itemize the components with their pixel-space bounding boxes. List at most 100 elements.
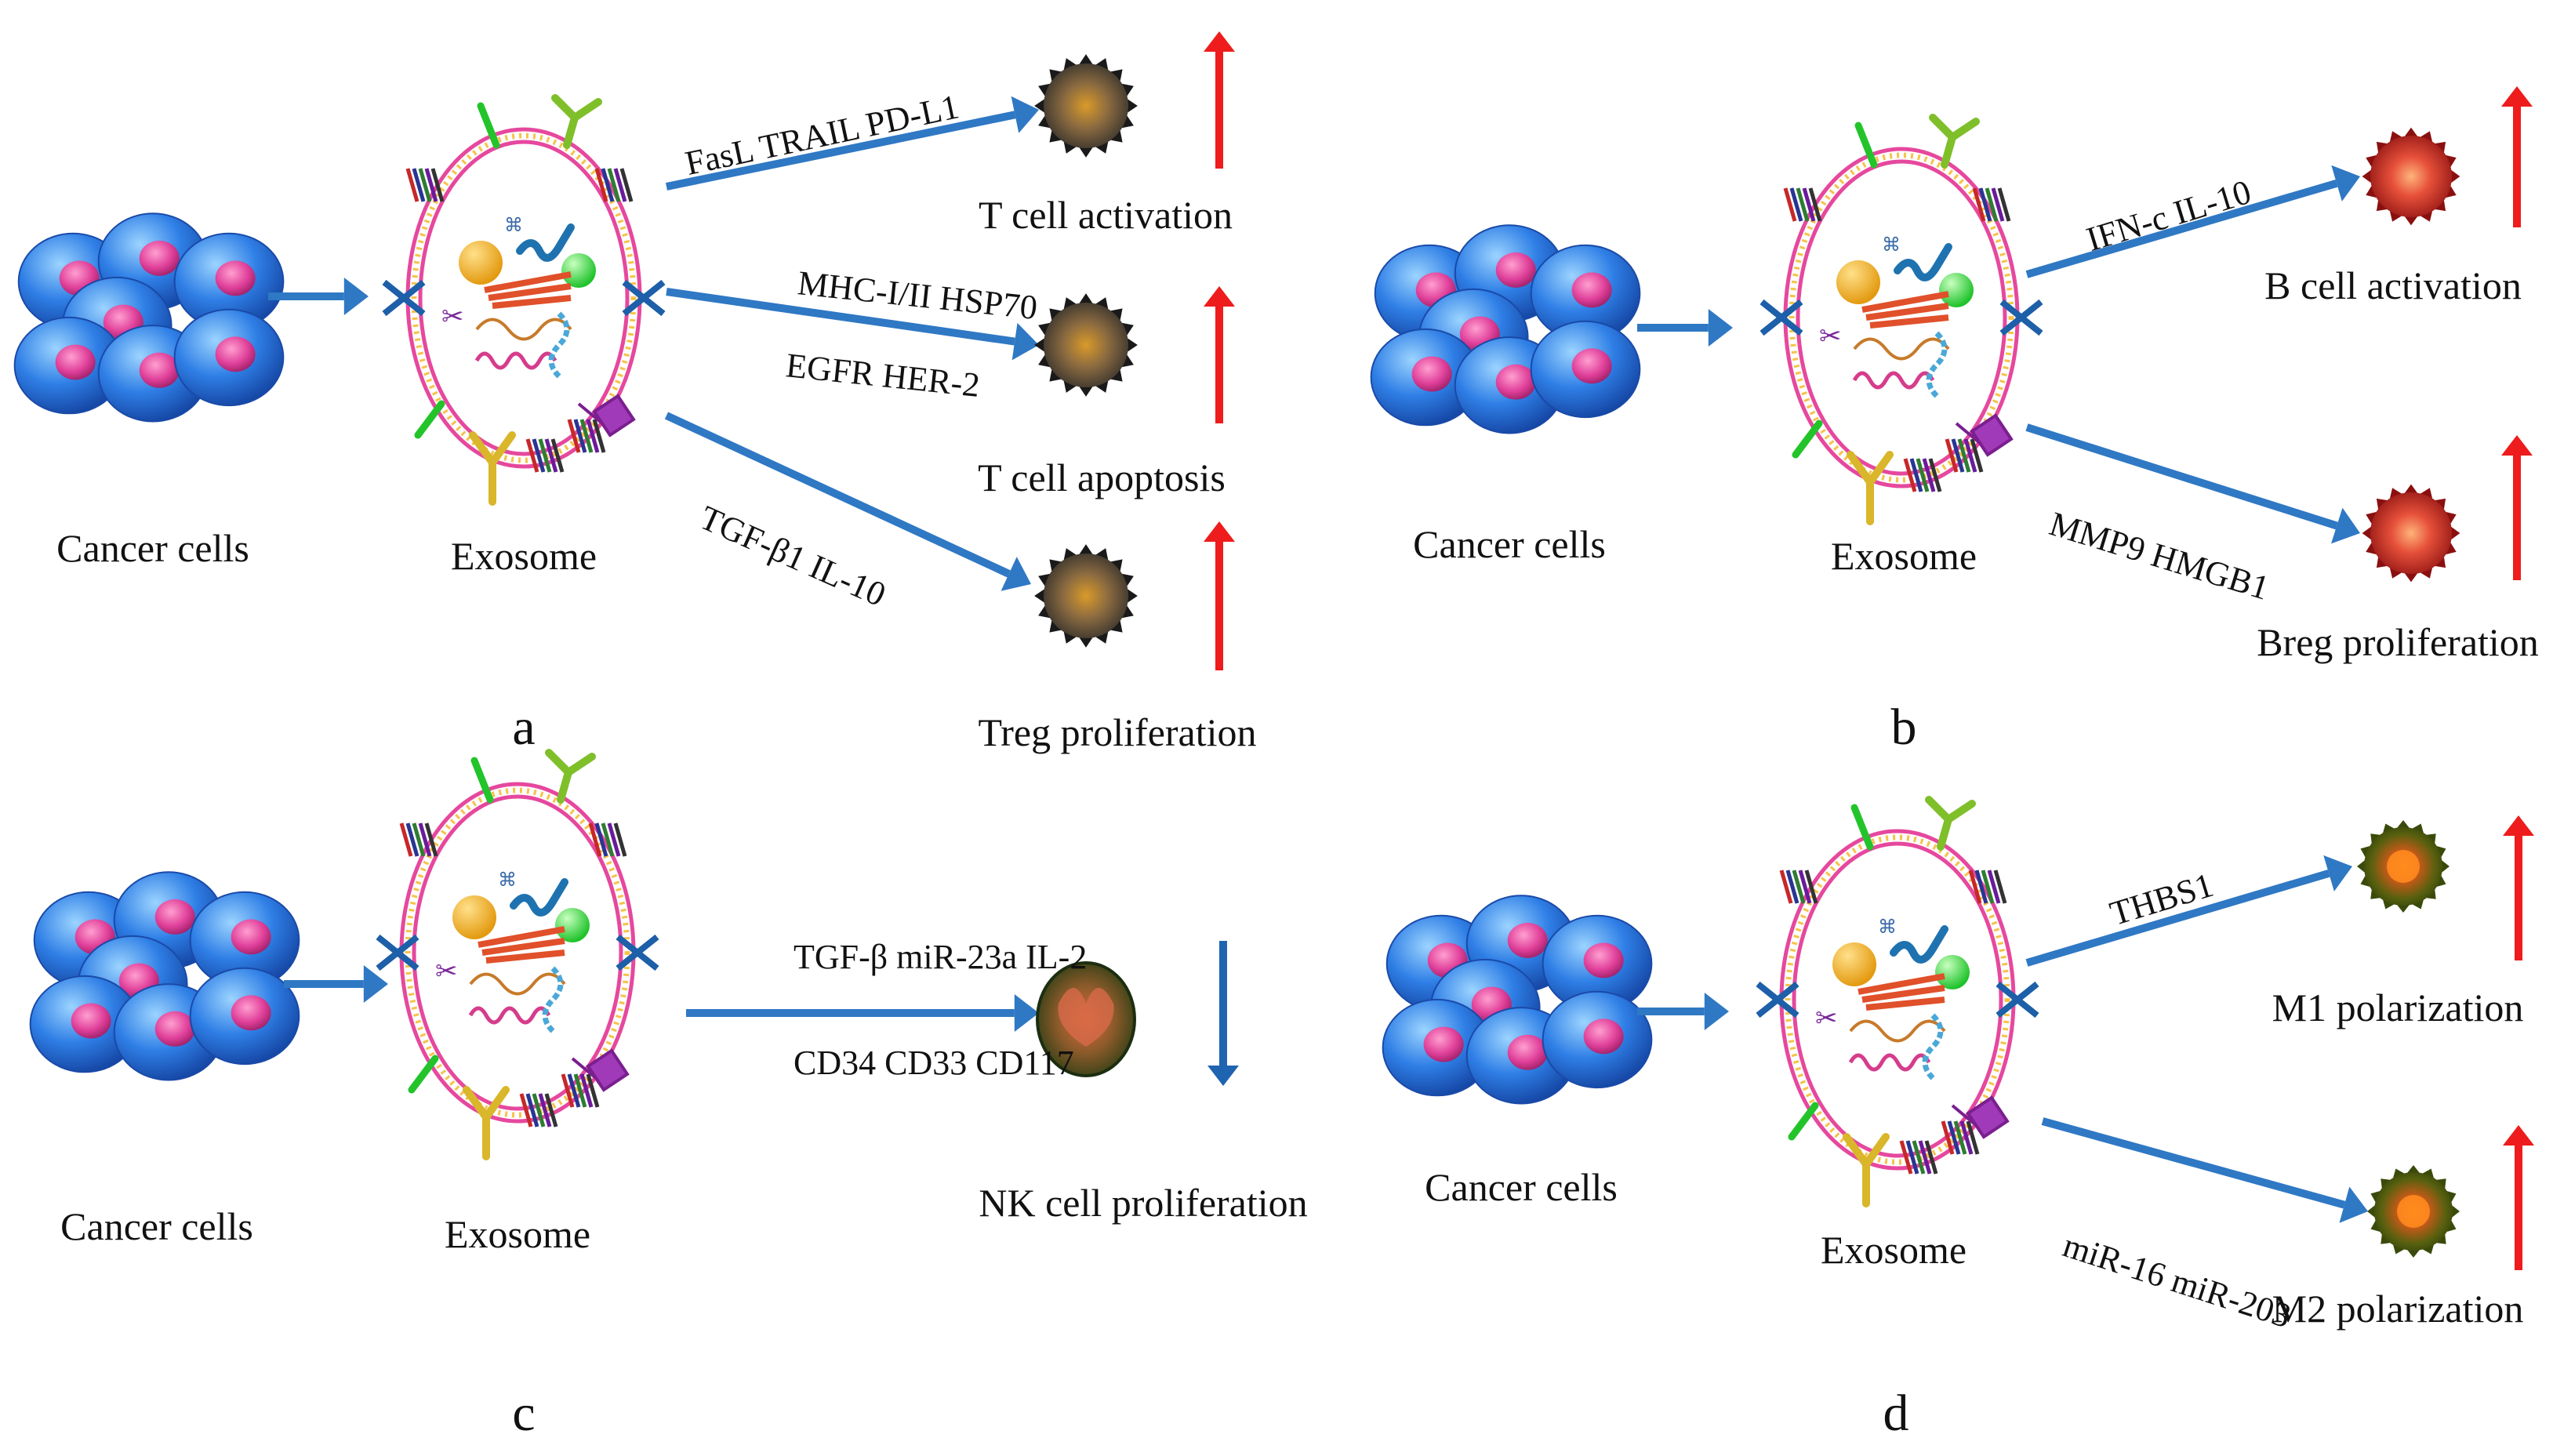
outcome-label: T cell activation: [979, 193, 1233, 237]
helix: [424, 822, 438, 857]
helix: [561, 1073, 575, 1108]
rna-loop: [469, 972, 566, 996]
treg-cell-icon: [1034, 544, 1138, 648]
helix: [1903, 458, 1917, 492]
nucleus: [1507, 922, 1548, 958]
helix: [592, 419, 606, 453]
receptor-green: [1788, 1102, 1819, 1141]
membrane-lipids: [411, 133, 637, 463]
mirna-glyph: ⌘: [1882, 234, 1901, 256]
arrowhead: [1708, 309, 1733, 347]
cancer-cell: [1382, 998, 1493, 1097]
helix: [1991, 187, 2005, 222]
helix: [399, 822, 413, 857]
rna-strand: [1890, 925, 1948, 964]
helix: [519, 1093, 533, 1127]
helix: [405, 168, 419, 202]
y-receptor: [463, 1086, 510, 1160]
cancer-cell: [13, 316, 125, 415]
helix: [1802, 187, 1816, 222]
helix: [1947, 1120, 1961, 1155]
purple-receptor: [1955, 413, 2014, 457]
y-receptor: [1929, 114, 1980, 169]
y-receptor: [1925, 796, 1976, 851]
helix: [1978, 187, 1992, 222]
nucleus: [1507, 1034, 1548, 1070]
helix: [1785, 870, 1799, 904]
helix: [1997, 187, 2011, 222]
receptor-green: [1792, 419, 1823, 459]
pathway-arrow: [2041, 1117, 2368, 1223]
cancer-cell-cluster: [13, 212, 285, 423]
cell-body: [2370, 492, 2452, 574]
helix: [412, 168, 426, 202]
receptor-green: [470, 757, 494, 804]
cancer-cell: [189, 891, 300, 989]
cancer-cell: [1542, 914, 1653, 1013]
dna-strand: [468, 1006, 551, 1025]
nucleus: [1583, 1018, 1624, 1055]
nucleus: [1423, 1026, 1464, 1062]
cancer-cells-label: Cancer cells: [1413, 522, 1606, 566]
exosome: ⌘✂: [1760, 114, 2043, 525]
helix: [619, 168, 634, 202]
arrow-shaft: [2041, 1117, 2346, 1209]
protein-fibers: [478, 926, 565, 964]
receptor-blue: [616, 934, 659, 971]
nucleus: [71, 1003, 111, 1039]
receptor-blue: [1760, 299, 1803, 336]
arrowhead: [2330, 507, 2360, 544]
exosome-label: Exosome: [450, 534, 597, 578]
nucleus: [139, 352, 180, 388]
rna-loop: [1853, 337, 1950, 361]
cancer-cell: [173, 232, 285, 331]
dna-helix: [548, 311, 570, 379]
membrane-inner: [418, 140, 630, 456]
helix: [1909, 458, 1923, 492]
membrane-inner: [1792, 841, 2003, 1158]
rna-loop: [475, 318, 572, 341]
m2-macrophage-icon: [2367, 1165, 2460, 1258]
helix: [1922, 458, 1936, 492]
cluster-to-exosome-arrow: [284, 965, 388, 1003]
nucleus: [55, 344, 96, 380]
helix: [1918, 1140, 1932, 1175]
helix: [1792, 870, 1806, 904]
membrane-lipids: [1789, 152, 2014, 483]
protein-sphere: [1832, 942, 1876, 986]
mirna-glyph: ⌘: [504, 214, 523, 236]
panel-letter: b: [1890, 699, 1917, 756]
y-receptor: [1847, 451, 1894, 525]
nucleus-lobes: [1058, 988, 1114, 1047]
nucleus: [231, 919, 271, 955]
exosome-label: Exosome: [1830, 534, 1977, 578]
cell-body: [1044, 303, 1128, 387]
arrowhead: [2331, 165, 2360, 202]
nucleus: [1583, 942, 1624, 979]
receptor-green: [408, 1055, 439, 1094]
nucleus: [215, 260, 256, 296]
helix: [586, 1073, 600, 1108]
exosome: ⌘✂: [376, 749, 659, 1160]
dna-helix: [542, 966, 564, 1033]
helix: [594, 168, 608, 202]
helix: [586, 419, 600, 453]
helix: [1951, 438, 1965, 473]
arrowhead: [2503, 815, 2534, 836]
transmembrane-protein: [594, 168, 634, 202]
helix: [1796, 187, 1810, 222]
arrowhead: [1204, 286, 1235, 307]
helix: [1808, 187, 1822, 222]
helix: [525, 1093, 539, 1127]
helix: [424, 168, 438, 202]
helix: [1783, 187, 1797, 222]
arrow-shaft: [2025, 870, 2330, 967]
pathway-arrow: [2025, 423, 2360, 544]
protein-sphere: [555, 908, 590, 942]
purple-receptor: [577, 394, 636, 438]
rna-loop: [1849, 1019, 1946, 1043]
helix: [418, 168, 432, 202]
transmembrane-protein: [567, 419, 606, 453]
increase-arrow-up: [2503, 1125, 2534, 1270]
arrowhead: [2501, 86, 2533, 107]
